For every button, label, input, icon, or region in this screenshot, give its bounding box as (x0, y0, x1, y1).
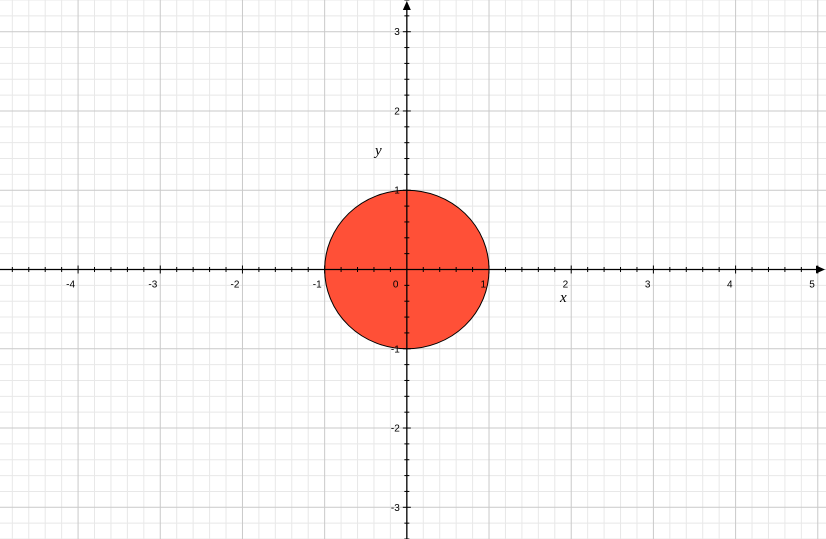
y-tick-label: 3 (394, 27, 400, 38)
y-tick-label: 2 (394, 106, 400, 117)
y-tick-label: -1 (391, 344, 400, 355)
x-tick-label: 2 (563, 280, 569, 291)
x-tick-label: -3 (148, 280, 157, 291)
y-axis-label: y (373, 143, 382, 159)
x-tick-label: -4 (66, 280, 75, 291)
x-tick-label: 4 (727, 280, 733, 291)
x-tick-label: 3 (645, 280, 651, 291)
x-axis-label: x (559, 290, 567, 306)
x-tick-label: 0 (393, 280, 399, 291)
x-tick-label: 1 (480, 280, 486, 291)
x-tick-labels: -4 -3 -2 -1 0 1 2 3 4 5 (66, 280, 815, 291)
x-tick-label: -1 (313, 280, 322, 291)
y-tick-label: -2 (391, 424, 400, 435)
x-tick-label: -2 (231, 280, 240, 291)
y-axis-arrow (402, 1, 411, 10)
y-tick-labels: 3 2 1 -1 -2 -3 (391, 27, 400, 514)
x-tick-label: 5 (809, 280, 815, 291)
axis-ticks (11, 0, 819, 539)
y-tick-label: 1 (394, 186, 400, 197)
y-tick-label: -3 (391, 503, 400, 514)
